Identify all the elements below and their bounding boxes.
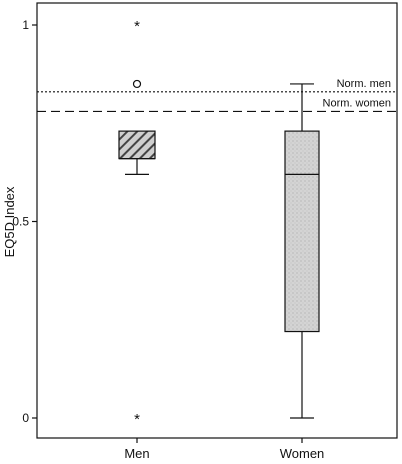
x-tick-label: Men bbox=[124, 446, 149, 461]
box-series: ** bbox=[118, 18, 320, 428]
x-axis: Men Women bbox=[124, 438, 324, 461]
reference-line-label: Norm. men bbox=[337, 78, 391, 90]
extreme-point: * bbox=[134, 18, 140, 35]
y-tick-label: 0.5 bbox=[12, 215, 29, 229]
box-men: ** bbox=[118, 18, 156, 428]
y-axis: 10.50 bbox=[12, 18, 37, 425]
reference-line-label: Norm. women bbox=[323, 97, 391, 109]
plot-frame bbox=[36, 2, 398, 439]
box-body bbox=[284, 130, 320, 333]
box-body bbox=[118, 130, 156, 160]
outlier-point bbox=[132, 79, 142, 89]
extreme-point: * bbox=[134, 411, 140, 428]
x-tick-label: Women bbox=[280, 446, 325, 461]
box-women bbox=[284, 83, 320, 419]
y-tick-label: 1 bbox=[22, 18, 29, 32]
y-tick-label: 0 bbox=[22, 411, 29, 425]
y-axis-title: EQ5D Index bbox=[2, 186, 17, 257]
